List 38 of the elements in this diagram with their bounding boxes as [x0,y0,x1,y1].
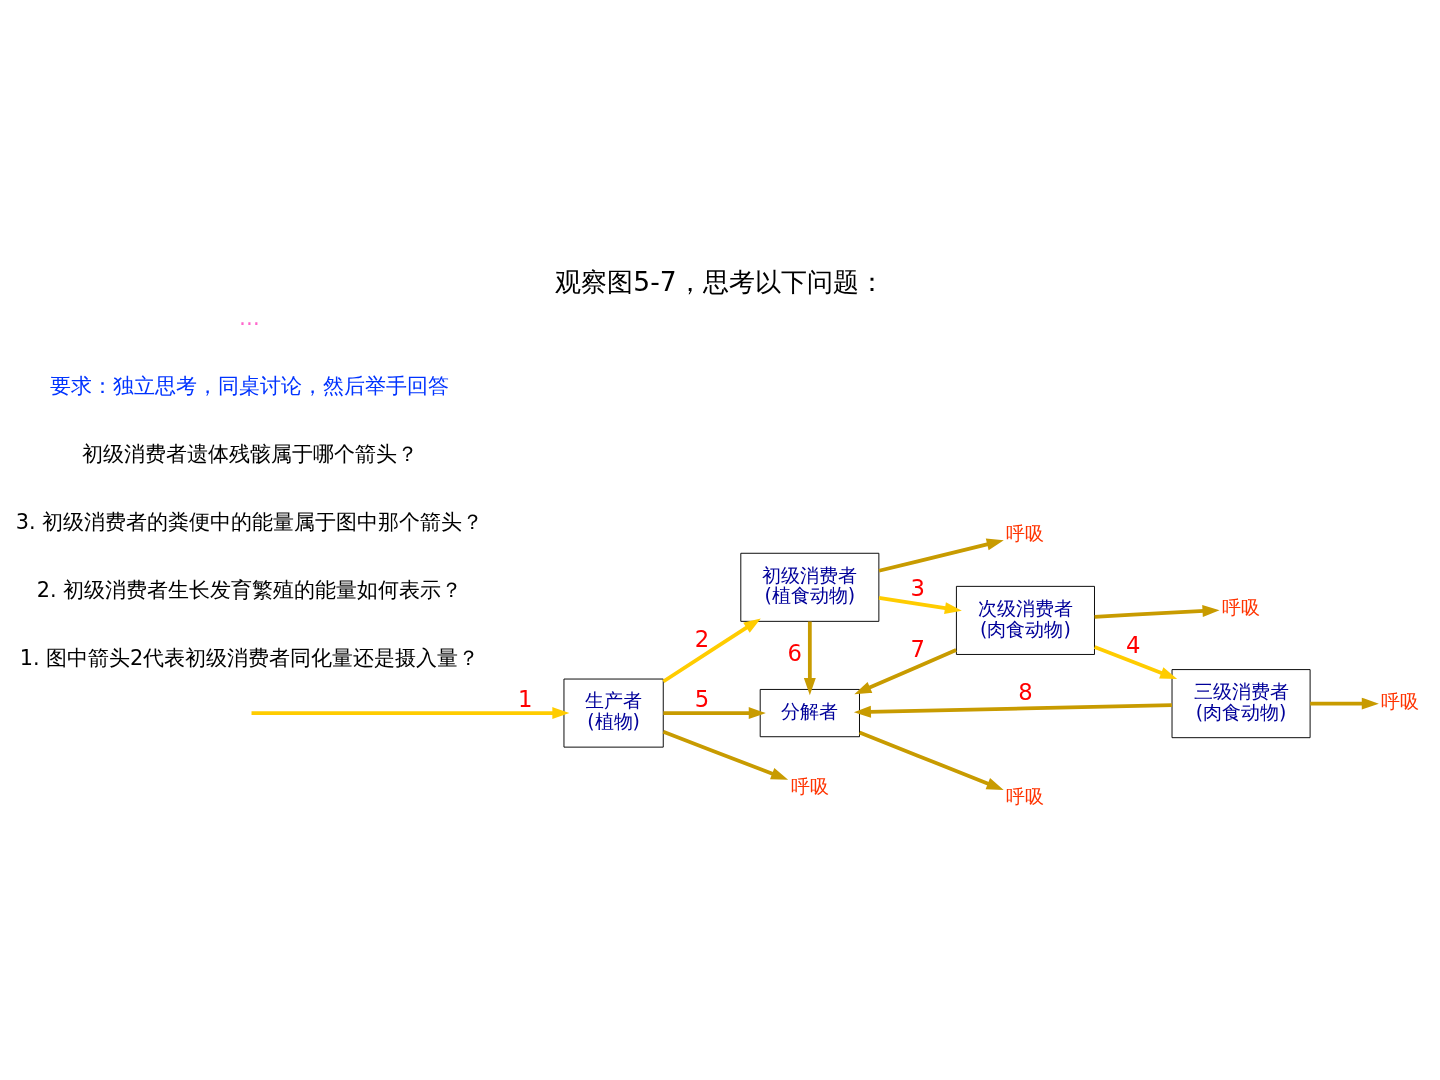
node-text: 呼吸 [790,774,829,797]
edge-label: 6 [787,639,802,666]
node-box: 三级消费者 (肉食动物) [1171,668,1311,738]
node-text: 呼吸 [1006,521,1045,544]
edge-label: 2 [694,625,710,652]
arrow [878,595,962,614]
arrow [662,617,761,683]
edge-label: 4 [1126,631,1141,658]
node-box: 分解者 [759,688,860,737]
arrow [1094,604,1220,619]
edge-label: 1 [517,685,533,712]
node-text: 呼吸 [1381,689,1420,712]
node-text: 呼吸 [1222,595,1261,618]
edge-label: 3 [910,574,925,601]
label: 3. 初级消费者的粪便中的能量属于图中那个箭头？ [15,509,484,534]
node-box: 生产者 (植物) [563,678,664,748]
node-box: 次级消费者 (肉食动物) [955,585,1095,655]
arrow [878,538,1004,573]
label: 初级消费者遗体残骸属于哪个箭头？ [81,441,418,466]
arrow [1310,697,1379,710]
label: … [239,305,260,330]
arrow [858,730,1004,790]
arrow [853,702,1172,718]
arrow [854,647,957,694]
arrow [1093,644,1178,679]
edge-label: 5 [694,685,710,712]
edge-label: 8 [1018,678,1033,705]
arrow [251,706,570,719]
edge-label: 7 [910,635,925,662]
arrow [663,706,766,719]
diagram-title: 观察图5-7，思考以下问题： [555,265,885,297]
arrow [803,621,816,695]
node-text: 呼吸 [1006,784,1045,807]
label: 1. 图中箭头2代表初级消费者同化量还是摄入量？ [19,645,480,670]
arrow [662,729,789,780]
label: 要求：独立思考，同桌讨论，然后举手回答 [50,373,450,398]
node-box: 初级消费者 (植食动物) [740,552,880,622]
label: 2. 初级消费者生长发育繁殖的能量如何表示？ [36,577,463,602]
